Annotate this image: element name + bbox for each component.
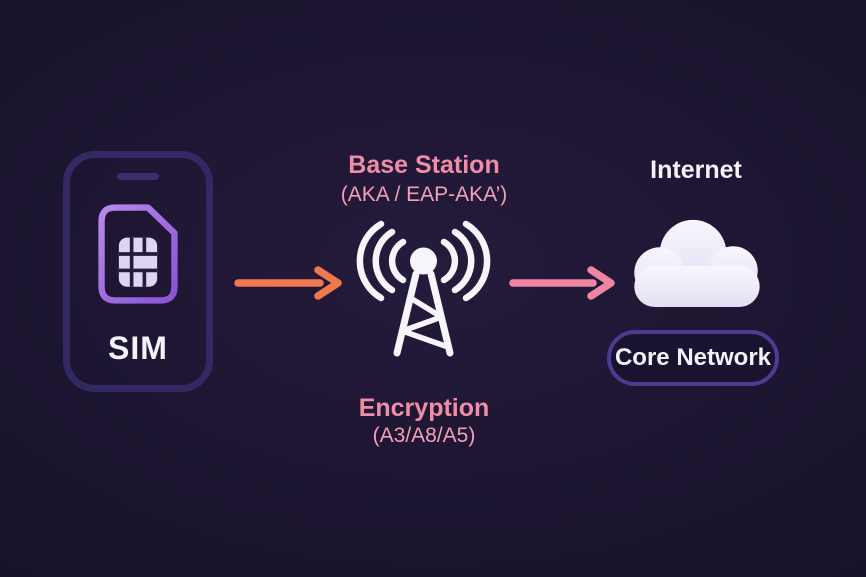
arrow-sim-to-base-station-icon	[234, 266, 342, 300]
base-station-title: Base Station	[348, 151, 500, 179]
base-station-subtitle: (AKA / EAP-AKA’)	[340, 183, 508, 206]
internet-label: Internet	[650, 156, 742, 184]
phone-speaker-icon	[117, 173, 159, 180]
radio-tower-icon	[356, 220, 491, 357]
sim-label: SIM	[108, 330, 168, 366]
core-network-badge: Core Network	[607, 330, 779, 386]
phone-frame: SIM	[63, 151, 213, 392]
encryption-subtitle: (A3/A8/A5)	[372, 424, 476, 447]
encryption-title: Encryption	[358, 394, 490, 422]
core-network-label: Core Network	[614, 344, 772, 371]
cloud-icon	[634, 219, 760, 308]
arrow-base-station-to-internet-icon	[509, 266, 615, 300]
sim-card-icon	[98, 204, 178, 304]
